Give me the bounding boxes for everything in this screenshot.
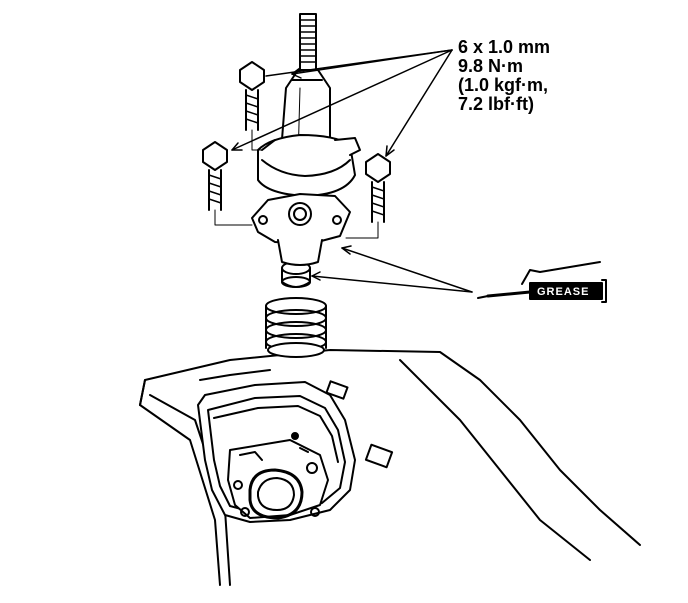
alignment-lines xyxy=(214,129,379,239)
bolt-middle-left xyxy=(202,141,228,211)
spec-torque-kgfm: (1.0 kgf·m, xyxy=(458,75,549,95)
spec-leader-lines xyxy=(231,49,453,157)
floor-panel xyxy=(139,349,641,586)
spec-torque-nm: 9.8 N·m xyxy=(458,56,524,76)
torque-spec: 6 x 1.0 mm 9.8 N·m (1.0 kgf·m, 7.2 lbf·f… xyxy=(458,38,658,114)
bolt-top-left xyxy=(239,61,265,131)
grease-tube-icon: GREASE xyxy=(477,261,607,303)
spec-torque-lbfft: 7.2 lbf·ft) xyxy=(458,94,534,114)
spring xyxy=(265,297,327,358)
shift-lever xyxy=(251,13,361,266)
grease-leader-lines xyxy=(311,245,473,293)
bolt-right xyxy=(365,153,391,223)
spec-bolt-size: 6 x 1.0 mm xyxy=(458,37,551,57)
shifter-housing xyxy=(197,381,356,523)
grease-label: GREASE xyxy=(537,286,589,298)
